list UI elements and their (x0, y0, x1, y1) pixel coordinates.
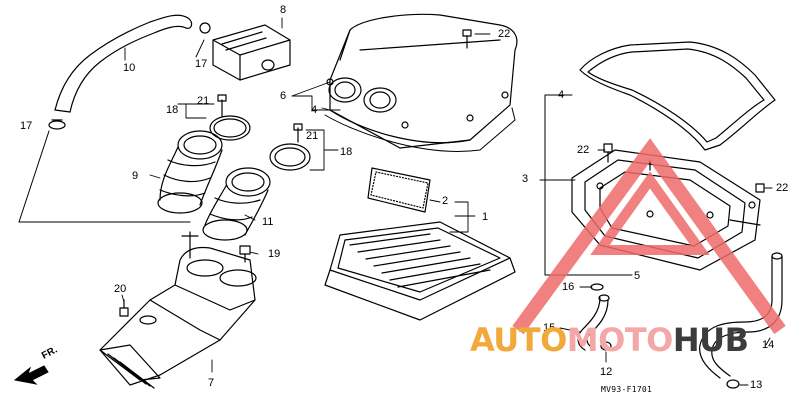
watermark-part-auto: AUTO (470, 321, 567, 359)
element-filter-2 (367, 167, 431, 213)
drain-hose-15 (577, 294, 610, 351)
air-box-lower-7 (99, 231, 257, 389)
watermark-part-moto: MOTO (566, 321, 674, 359)
band-18-upper (209, 94, 251, 141)
watermark-logo: AUTOMOTOHUB (470, 322, 749, 358)
clip-16 (590, 283, 604, 291)
callout-18-upper: 18 (166, 104, 179, 116)
callout-12: 12 (600, 366, 613, 378)
callout-14: 14 (762, 339, 775, 351)
breather-hose-10 (54, 14, 193, 113)
callout-22-right: 22 (776, 182, 789, 194)
clip-13 (726, 379, 740, 389)
callout-17-top: 17 (195, 58, 208, 70)
callout-4-left: 4 (311, 104, 318, 116)
leader-lines (121, 17, 773, 386)
callout-10: 10 (123, 62, 136, 74)
callout-21-upper: 21 (197, 95, 210, 107)
callout-17-left: 17 (20, 120, 33, 132)
callout-7: 7 (208, 377, 215, 389)
gasket-4 (579, 41, 776, 151)
callout-22-top: 22 (498, 28, 511, 40)
callout-16: 16 (562, 281, 575, 293)
callout-9: 9 (132, 170, 139, 182)
watermark-part-hub: HUB (672, 321, 749, 359)
callout-2: 2 (442, 195, 449, 207)
air-chamber-8 (212, 24, 291, 81)
callout-1: 1 (482, 211, 489, 223)
bolt-22-left (603, 143, 613, 163)
intake-duct-9 (157, 130, 223, 214)
callout-8: 8 (280, 4, 287, 16)
bolt-22-top (462, 29, 472, 49)
callout-11: 11 (262, 216, 274, 228)
callout-3: 3 (522, 173, 529, 185)
clip-17-left (48, 119, 66, 130)
callout-4-right: 4 (558, 89, 565, 101)
callout-13: 13 (750, 379, 763, 391)
air-cleaner-case-upper-6 (326, 13, 518, 149)
diagram-code: MV93-F1701 (601, 385, 653, 394)
callout-5: 5 (634, 270, 641, 282)
callout-15: 15 (543, 322, 556, 334)
clip-17-top (199, 22, 211, 34)
callout-18-lower: 18 (340, 146, 353, 158)
callout-20: 20 (114, 283, 127, 295)
callout-19: 19 (268, 248, 281, 260)
air-cleaner-element-1 (324, 221, 516, 321)
watermark-triangles (512, 138, 786, 335)
callout-22-mid: 22 (577, 144, 590, 156)
band-18-lower (269, 123, 311, 171)
intake-duct-11 (202, 167, 271, 241)
callout-21-lower: 21 (306, 130, 319, 142)
callout-6: 6 (280, 90, 287, 102)
clip-12 (600, 341, 612, 351)
bolt-22-right (755, 183, 765, 193)
front-direction-arrow (13, 365, 49, 385)
